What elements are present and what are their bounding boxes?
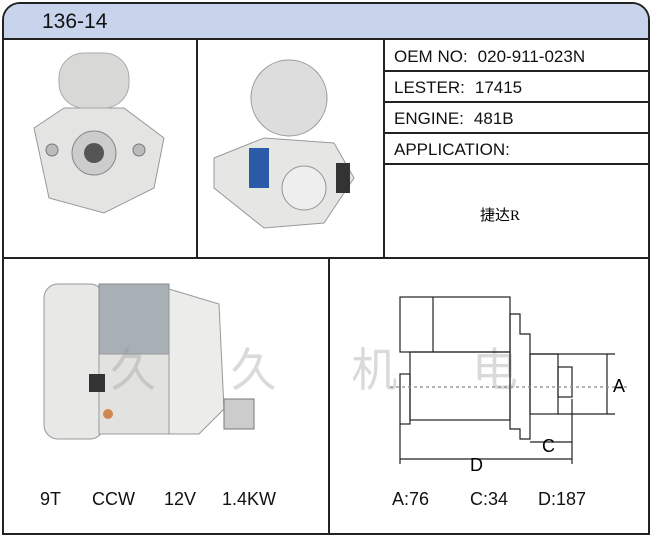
- header-bar: 136-14: [4, 4, 648, 40]
- starter-front-image: [33, 52, 165, 214]
- divider: [383, 132, 648, 134]
- power: 1.4KW: [222, 489, 277, 509]
- starter-photos: [33, 52, 355, 229]
- teeth-count: 9T: [40, 489, 62, 509]
- application-note: 捷达R: [480, 208, 521, 224]
- divider: [383, 101, 648, 103]
- label-a: A: [613, 376, 625, 396]
- voltage: 12V: [164, 489, 197, 509]
- label-c: C: [542, 436, 555, 456]
- divider: [196, 38, 198, 259]
- divider: [328, 257, 330, 533]
- divider: [383, 163, 648, 165]
- dimension-d: D:187: [538, 489, 587, 509]
- dimension-diagram: D C A: [390, 296, 630, 475]
- spec-oem: OEM NO:020-911-023N: [394, 47, 586, 66]
- dimension-a: A:76: [392, 489, 430, 509]
- part-number-title: 136-14: [42, 10, 108, 33]
- spec-application: APPLICATION:: [394, 140, 510, 159]
- starter-side-image: [43, 283, 255, 440]
- spec-lester: LESTER:17415: [394, 78, 523, 97]
- spec-engine: ENGINE:481B: [394, 109, 514, 128]
- dimension-c: C:34: [470, 489, 509, 509]
- rotation: CCW: [92, 489, 135, 509]
- divider: [383, 38, 385, 259]
- divider: [4, 257, 648, 259]
- starter-rear-image: [213, 59, 355, 229]
- label-d: D: [470, 455, 483, 475]
- divider: [383, 70, 648, 72]
